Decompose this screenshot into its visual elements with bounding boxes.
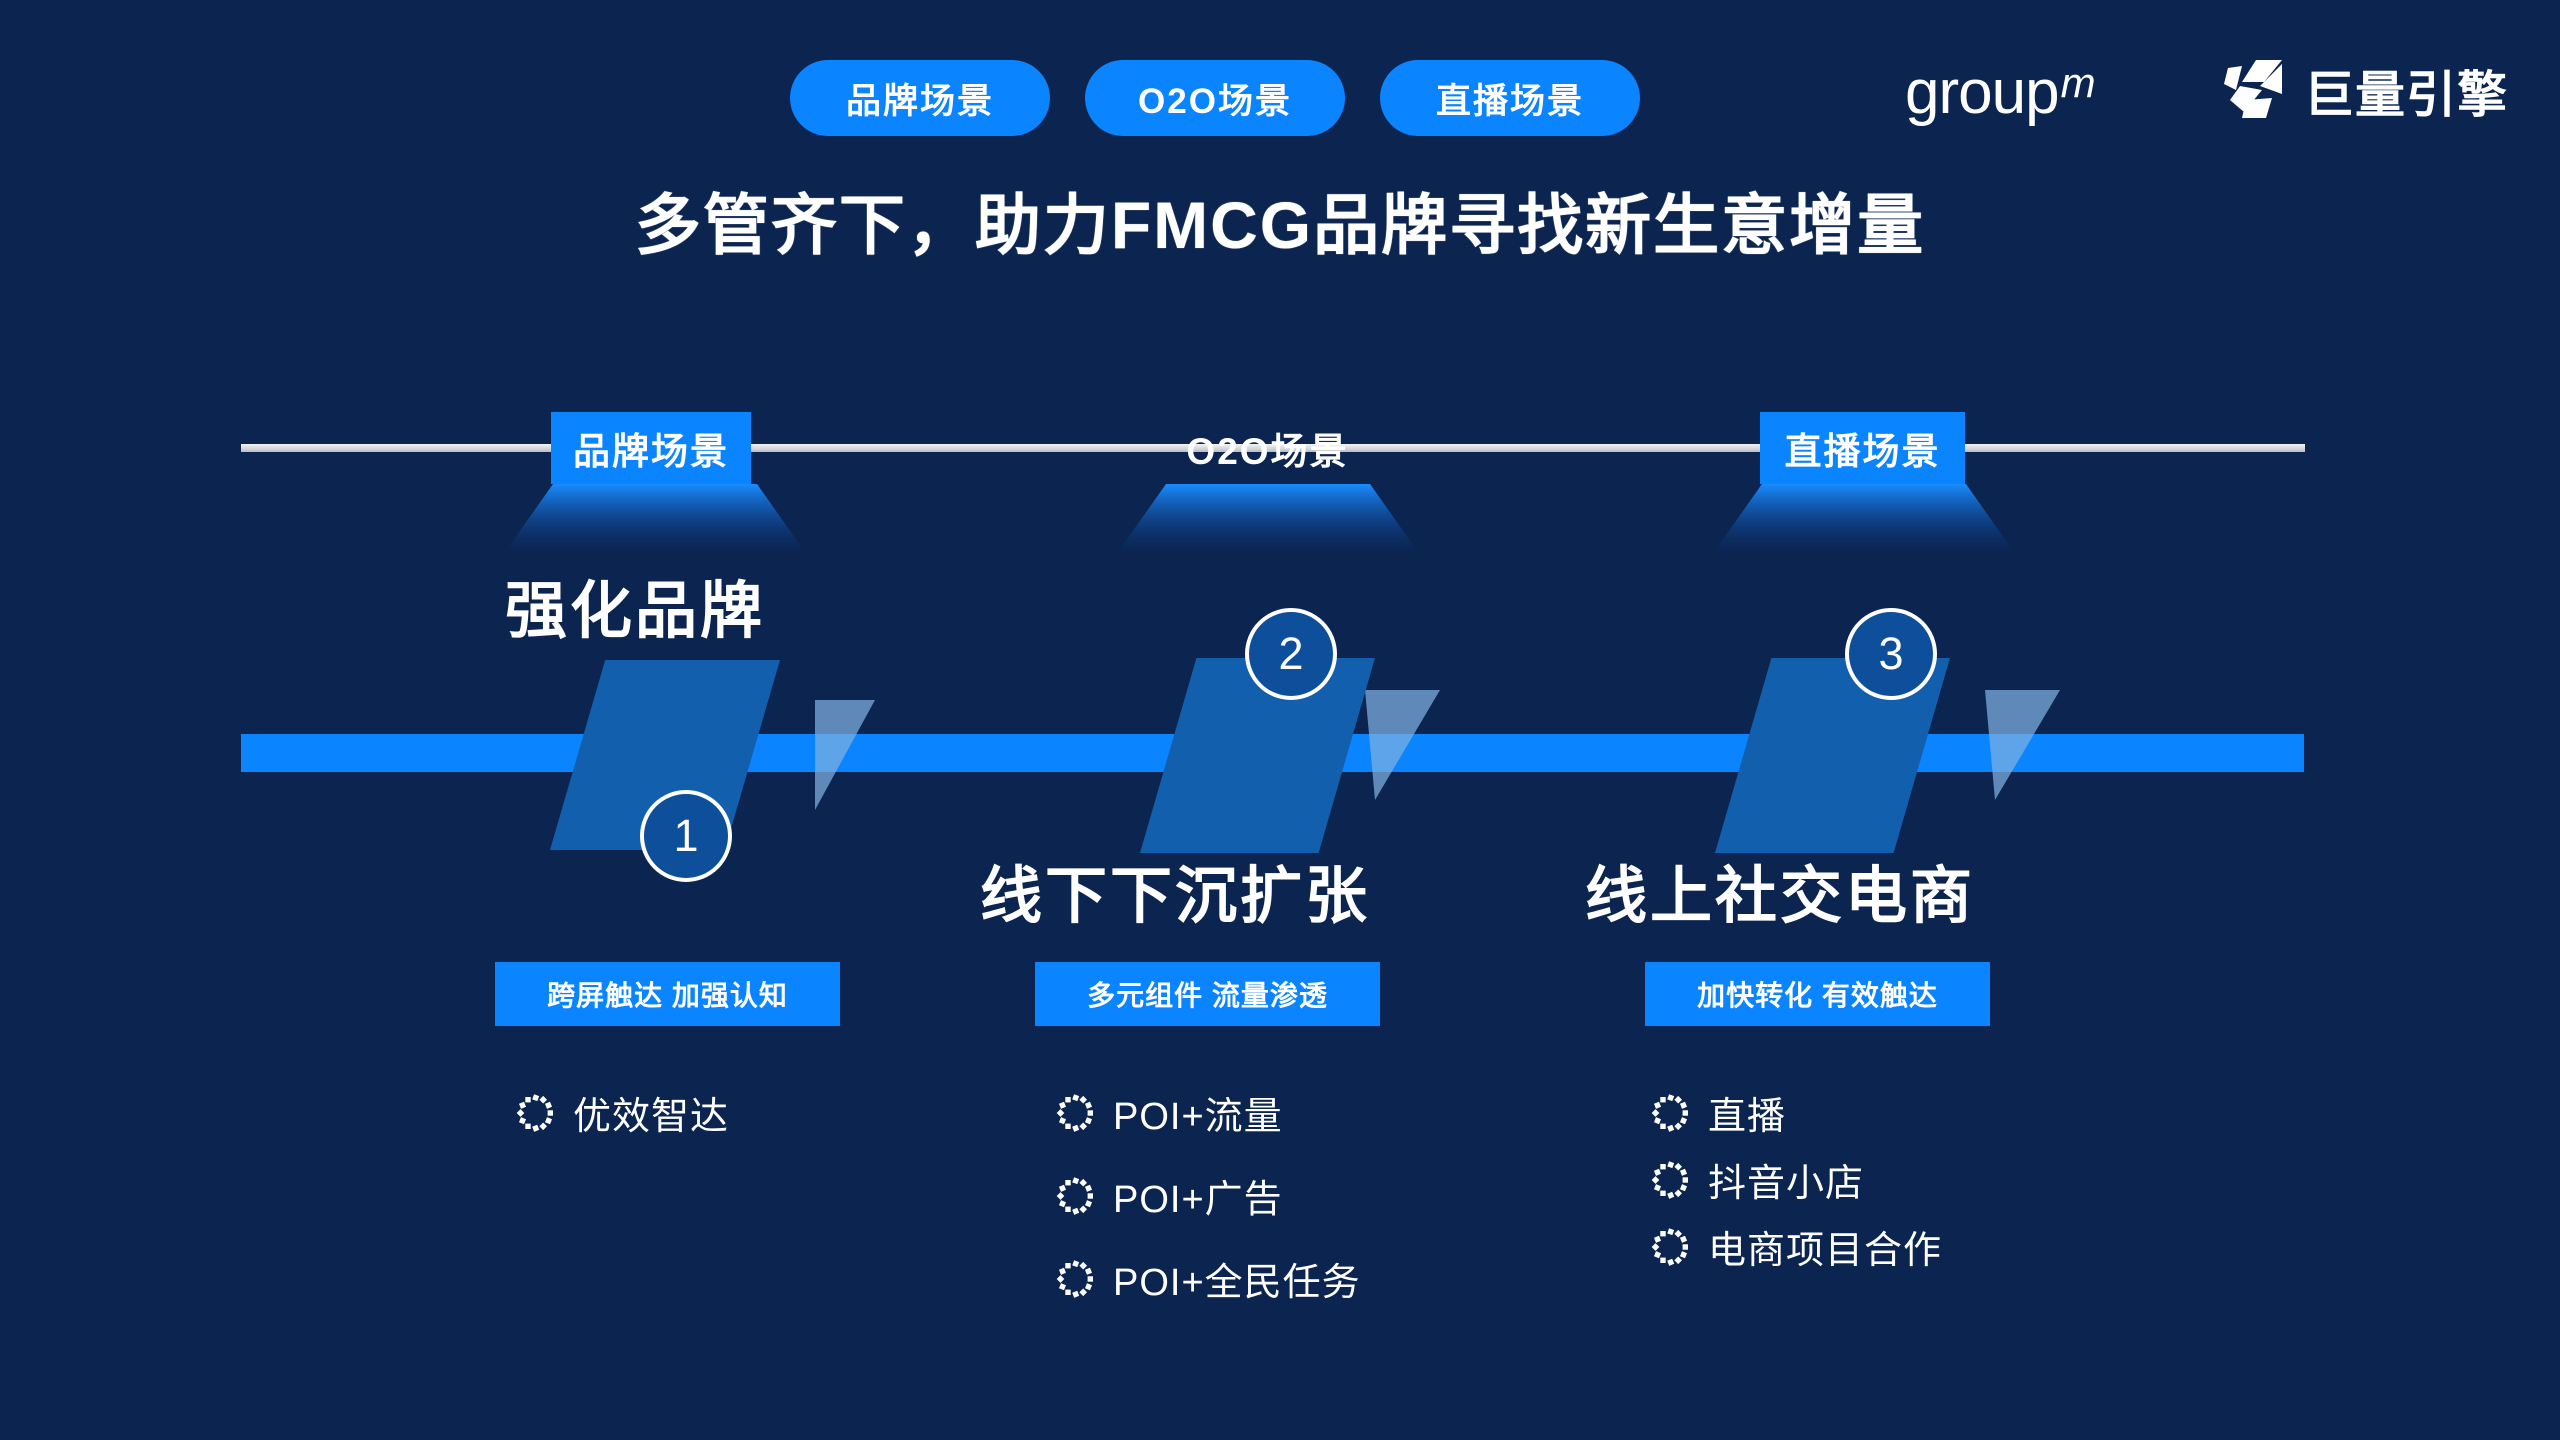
beam-live xyxy=(1714,484,2014,552)
dashed-circle-icon xyxy=(1650,1227,1690,1267)
scene-pill-o2o[interactable]: O2O场景 xyxy=(1085,60,1345,136)
groupm-logo-superscript: m xyxy=(2060,59,2096,106)
list-item-label: POI+广告 xyxy=(1113,1179,1283,1221)
groupm-logo-word: group xyxy=(1905,58,2060,127)
column-heading-1: 强化品牌 xyxy=(505,577,766,646)
timeline-track xyxy=(241,444,2305,452)
bullet-list-3: 直播 抖音小店 xyxy=(1650,1085,1942,1288)
dashed-circle-icon xyxy=(1055,1259,1095,1299)
list-item[interactable]: POI+流量 xyxy=(1055,1085,1361,1140)
parallelogram-2 xyxy=(1140,658,1375,853)
timeline-label-live[interactable]: 直播场景 xyxy=(1760,412,1965,484)
ocean-engine-icon xyxy=(2220,56,2290,126)
scene-pill-live[interactable]: 直播场景 xyxy=(1380,60,1640,136)
list-item-label: 优效智达 xyxy=(573,1096,730,1138)
bullet-list-2: POI+流量 POI+广告 xyxy=(1055,1085,1361,1320)
list-item-label: POI+全民任务 xyxy=(1113,1262,1361,1304)
list-item-label: POI+流量 xyxy=(1113,1096,1283,1138)
list-item-label: 抖音小店 xyxy=(1708,1163,1865,1205)
step-number-1: 1 xyxy=(640,790,732,882)
dashed-circle-icon xyxy=(1055,1093,1095,1133)
list-item[interactable]: 直播 xyxy=(1650,1085,1942,1140)
list-item-label: 直播 xyxy=(1708,1096,1787,1138)
benefit-tag-3[interactable]: 加快转化 有效触达 xyxy=(1645,962,1990,1026)
list-item-label: 电商项目合作 xyxy=(1708,1230,1943,1272)
dashed-circle-icon xyxy=(1055,1176,1095,1216)
dashed-circle-icon xyxy=(1650,1160,1690,1200)
benefit-tag-1[interactable]: 跨屏触达 加强认知 xyxy=(495,962,840,1026)
list-item[interactable]: 优效智达 xyxy=(515,1085,729,1140)
dashed-circle-icon xyxy=(1650,1093,1690,1133)
list-item[interactable]: POI+广告 xyxy=(1055,1168,1361,1223)
scene-pill-row: 品牌场景 O2O场景 直播场景 xyxy=(790,60,1640,136)
dashed-circle-icon xyxy=(515,1093,555,1133)
beam-brand xyxy=(505,484,805,552)
bullet-list-1: 优效智达 xyxy=(515,1085,729,1154)
list-item[interactable]: 抖音小店 xyxy=(1650,1152,1942,1207)
timeline-label-o2o[interactable]: O2O场景 xyxy=(1186,431,1349,472)
column-heading-2: 线下下沉扩张 xyxy=(980,862,1371,931)
benefit-tag-2[interactable]: 多元组件 流量渗透 xyxy=(1035,962,1380,1026)
accent-triangle-2 xyxy=(1310,690,1440,800)
page-title: 多管齐下，助力FMCG品牌寻找新生意增量 xyxy=(634,188,1926,262)
list-item[interactable]: POI+全民任务 xyxy=(1055,1251,1361,1306)
list-item[interactable]: 电商项目合作 xyxy=(1650,1219,1942,1274)
step-number-3: 3 xyxy=(1845,608,1937,700)
scene-pill-brand[interactable]: 品牌场景 xyxy=(790,60,1050,136)
accent-triangle-1 xyxy=(755,700,875,810)
accent-triangle-3 xyxy=(1930,690,2060,800)
ocean-engine-wordmark: 巨量引擎 xyxy=(2304,67,2508,123)
step-number-2: 2 xyxy=(1245,608,1337,700)
beam-o2o xyxy=(1118,484,1418,552)
column-heading-3: 线上社交电商 xyxy=(1585,862,1976,931)
timeline-label-brand[interactable]: 品牌场景 xyxy=(551,412,751,484)
ocean-engine-logo: 巨量引擎 xyxy=(2220,55,2508,127)
